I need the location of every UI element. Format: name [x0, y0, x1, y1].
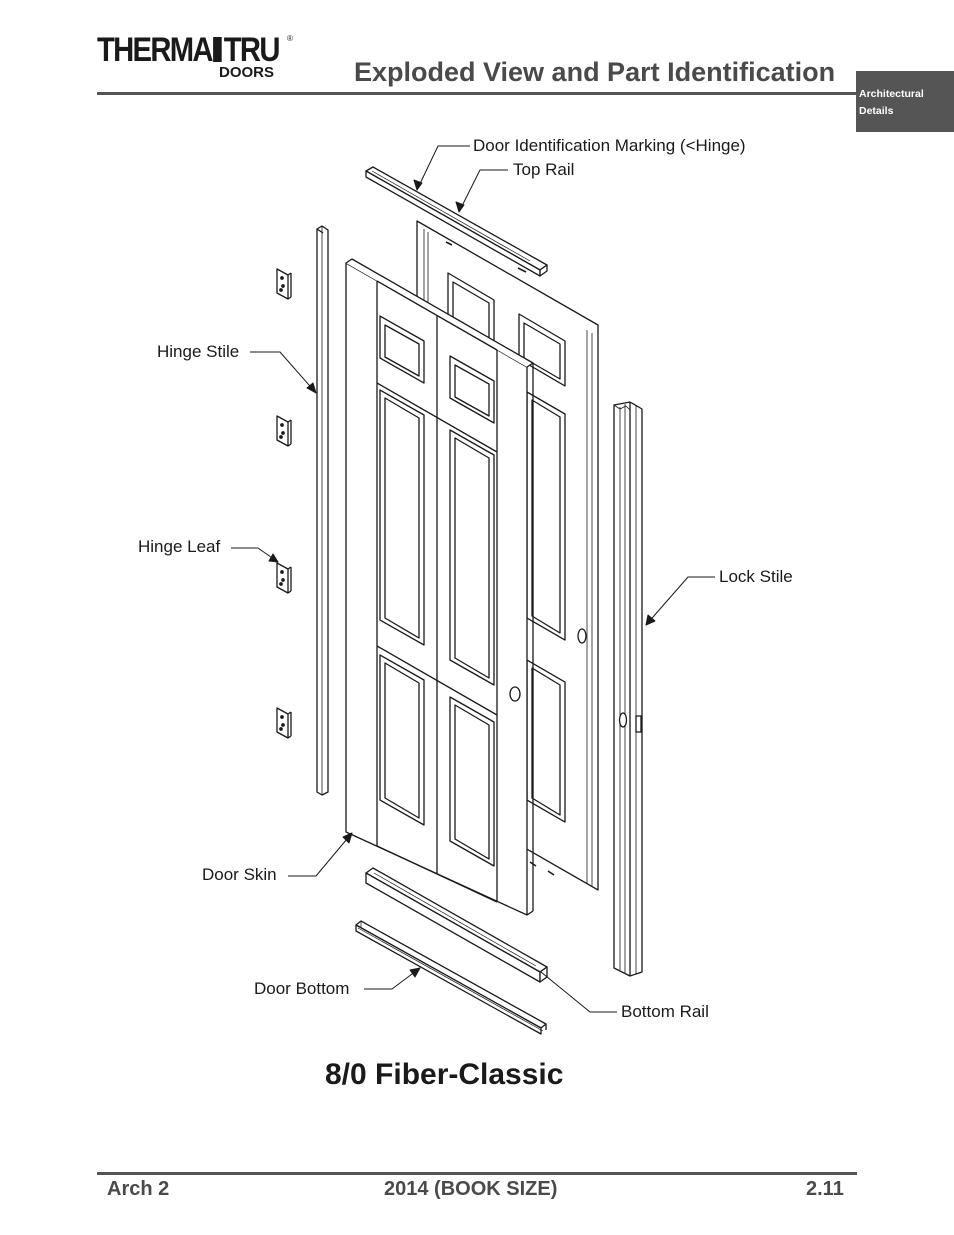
callout-bottom-rail: Bottom Rail [621, 1002, 709, 1021]
section-tab-line2: Details [859, 105, 894, 117]
leader-door-id [416, 145, 470, 191]
section-tab-line1: Architectural [859, 88, 924, 100]
callout-lock-stile: Lock Stile [719, 567, 793, 586]
hinge-leaf-1 [276, 268, 292, 300]
leader-door-bottom [364, 967, 421, 990]
callout-door-bottom: Door Bottom [254, 979, 350, 998]
hinge-leaf-4 [276, 707, 292, 739]
leader-top-rail [458, 169, 508, 213]
lock-stile-part [613, 401, 643, 977]
callout-door-skin: Door Skin [202, 865, 277, 884]
logo-wordmark: THERMA TRU [97, 31, 281, 69]
leader-hinge-stile [250, 351, 317, 394]
callout-top-rail: Top Rail [513, 160, 575, 179]
footer-page-number: 2.11 [806, 1178, 844, 1200]
arrowhead-door-id [413, 179, 423, 191]
logo: THERMA TRU ® DOORS [97, 32, 297, 84]
leader-door-skin [288, 832, 353, 877]
hinge-leaf-2 [276, 415, 292, 447]
model-title: 8/0 Fiber-Classic [325, 1058, 564, 1091]
logo-text-tru: TRU [223, 31, 281, 69]
logo-subtitle: DOORS [219, 64, 275, 81]
arrowhead-door-skin [342, 832, 353, 844]
arrowhead-hinge-leaf [268, 553, 279, 563]
logo-text-therma: THERMA [97, 31, 213, 69]
arrowhead-top-rail [455, 201, 465, 213]
logo-registered-mark: ® [287, 34, 293, 43]
front-door-skin [345, 258, 534, 916]
door-bottom-part [355, 920, 547, 1035]
hinge-stile-part [316, 225, 329, 796]
bottom-rail-part [365, 867, 548, 983]
footer-divider [97, 1172, 857, 1175]
arrowhead-door-bottom [409, 967, 421, 978]
leader-bottom-rail [540, 971, 617, 1013]
callout-leaders [231, 145, 715, 1013]
callout-door-id-marking: Door Identification Marking (<Hinge) [473, 136, 746, 155]
arrowhead-lock-stile [645, 614, 656, 626]
hinge-leaves [276, 268, 292, 739]
page-title: Exploded View and Part Identification [354, 57, 836, 87]
hinge-leaf-3 [276, 562, 292, 594]
footer-section: Arch 2 [107, 1178, 170, 1200]
header-divider [97, 92, 856, 95]
leader-lock-stile [645, 576, 715, 626]
footer-edition: 2014 (BOOK SIZE) [384, 1178, 558, 1200]
logo-block-mark [213, 37, 223, 62]
top-rail-part [365, 166, 548, 277]
section-tab[interactable]: Architectural Details [856, 71, 954, 132]
callout-hinge-leaf: Hinge Leaf [138, 537, 221, 556]
arrowhead-hinge-stile [306, 382, 317, 394]
callout-hinge-stile: Hinge Stile [157, 342, 240, 361]
